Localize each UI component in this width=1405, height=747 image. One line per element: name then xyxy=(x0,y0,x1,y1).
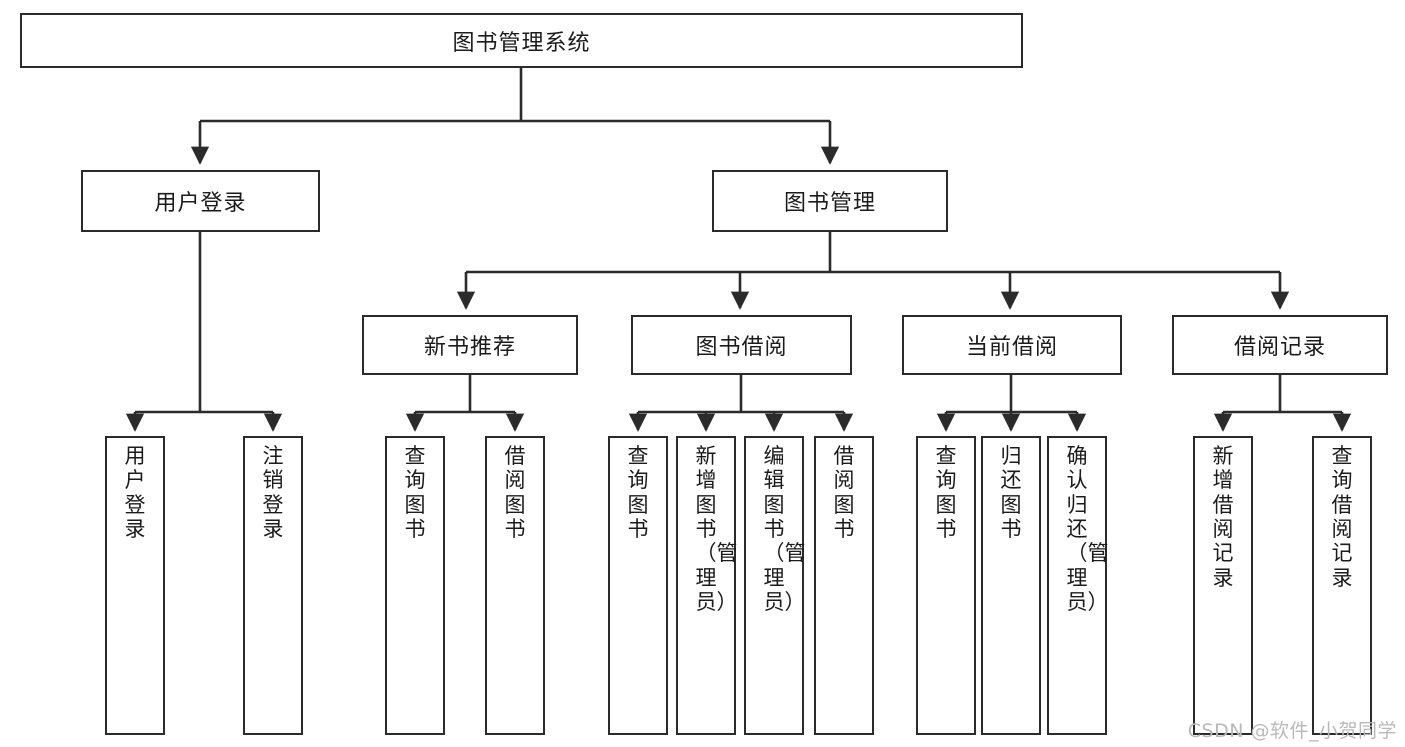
leaf-record-query-record[interactable]: 查询借阅记录 xyxy=(1312,436,1372,735)
leaf-borrow-query-book[interactable]: 查询图书 xyxy=(608,436,668,735)
leaf-borrow-add-book-admin[interactable]: 新增图书（管理员） xyxy=(676,436,738,735)
node-label: 新书推荐 xyxy=(423,335,516,360)
node-book-management[interactable]: 图书管理 xyxy=(712,170,948,232)
node-label: 图书管理 xyxy=(783,191,876,216)
leaf-current-query-book[interactable]: 查询图书 xyxy=(916,436,976,735)
node-label: 当前借阅 xyxy=(965,335,1058,360)
node-label: 借阅图书 xyxy=(833,444,855,542)
node-label: 查询图书 xyxy=(627,444,649,542)
node-label: 借阅图书 xyxy=(504,444,526,542)
node-label: 图书管理系统 xyxy=(452,30,591,56)
node-label: 注销登录 xyxy=(262,444,284,542)
node-label: 图书借阅 xyxy=(695,335,788,360)
node-current-borrow[interactable]: 当前借阅 xyxy=(902,315,1122,375)
leaf-borrow-edit-book-admin[interactable]: 编辑图书（管理员） xyxy=(744,436,806,735)
node-label: 查询图书 xyxy=(935,444,957,542)
node-label: 归还图书 xyxy=(1000,444,1022,542)
node-label: 编辑图书（管理员） xyxy=(763,444,806,615)
node-book-borrow[interactable]: 图书借阅 xyxy=(631,315,852,375)
leaf-user-login-logout[interactable]: 注销登录 xyxy=(243,436,303,735)
leaf-record-add-record[interactable]: 新增借阅记录 xyxy=(1193,436,1253,735)
node-label: 用户登录 xyxy=(124,444,146,542)
leaf-current-return-book[interactable]: 归还图书 xyxy=(981,436,1041,735)
leaf-recommend-query-book[interactable]: 查询图书 xyxy=(385,436,445,735)
leaf-recommend-borrow-book[interactable]: 借阅图书 xyxy=(485,436,545,735)
node-label: 查询图书 xyxy=(404,444,426,542)
leaf-current-confirm-return-admin[interactable]: 确认归还（管理员） xyxy=(1047,436,1109,735)
leaf-borrow-borrow-book[interactable]: 借阅图书 xyxy=(814,436,874,735)
node-label: 查询借阅记录 xyxy=(1331,444,1353,590)
node-label: 新增图书（管理员） xyxy=(695,444,738,615)
node-root-system[interactable]: 图书管理系统 xyxy=(20,13,1023,68)
watermark: CSDN @软件_小贺同学 xyxy=(1187,720,1397,742)
leaf-user-login-login[interactable]: 用户登录 xyxy=(105,436,165,735)
node-label: 用户登录 xyxy=(154,191,247,216)
node-new-book-recommend[interactable]: 新书推荐 xyxy=(362,315,578,375)
node-user-login[interactable]: 用户登录 xyxy=(81,170,320,232)
node-label: 新增借阅记录 xyxy=(1212,444,1234,590)
node-borrow-record[interactable]: 借阅记录 xyxy=(1172,315,1388,375)
node-label: 确认归还（管理员） xyxy=(1066,444,1109,615)
node-label: 借阅记录 xyxy=(1233,335,1326,360)
